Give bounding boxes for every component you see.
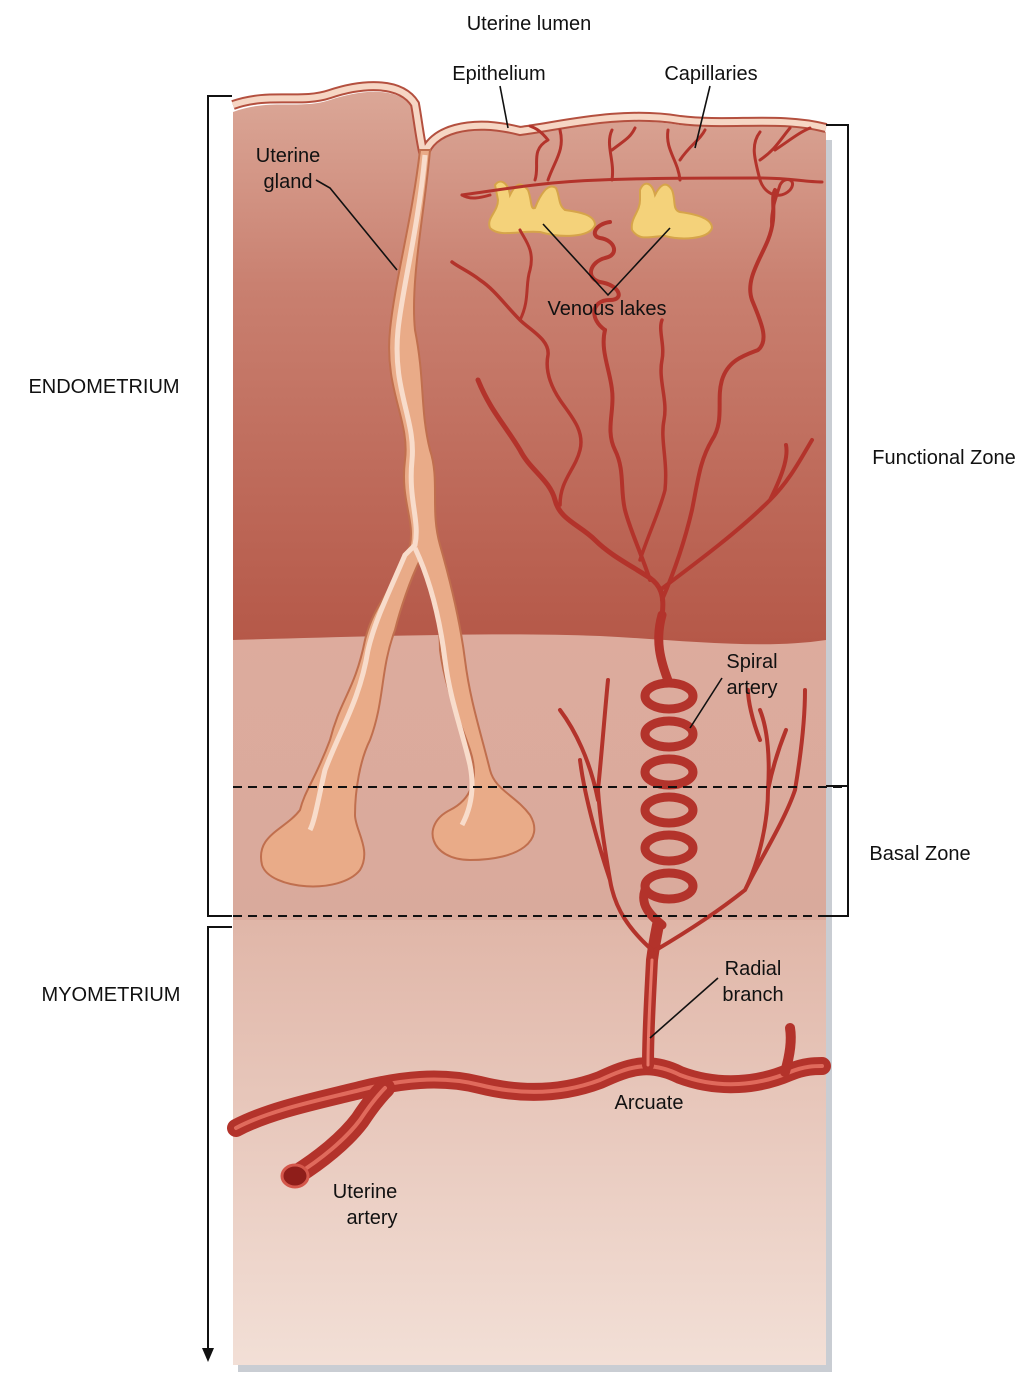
- radial-branch-label-line2: branch: [722, 984, 783, 1006]
- myometrium-label: MYOMETRIUM: [42, 984, 181, 1006]
- functional-zone-label: Functional Zone: [872, 447, 1015, 469]
- radial-branch-label-line1: Radial: [725, 958, 782, 980]
- arcuate-label: Arcuate: [615, 1092, 684, 1114]
- capillaries-label: Capillaries: [664, 63, 757, 85]
- uterine-gland: [259, 149, 536, 888]
- artery-network: [227, 124, 831, 1189]
- myometrium-arrow-line: [207, 926, 232, 1352]
- uterine-artery-label-line1: Uterine: [333, 1181, 397, 1203]
- spiral-artery-label-line1: Spiral: [726, 651, 777, 673]
- capillaries-leader: [694, 85, 711, 149]
- spiral-artery-leader: [689, 677, 723, 729]
- endometrium-bracket: [207, 95, 232, 917]
- radial-branch-leader: [649, 977, 719, 1039]
- uterine-gland-label-line1: Uterine: [256, 145, 320, 167]
- epithelium-inner: [232, 83, 827, 157]
- venous-lakes-label: Venous lakes: [548, 298, 667, 320]
- spiral-artery-coil: [639, 610, 698, 930]
- uterine-gland-leader: [315, 179, 398, 271]
- spiral-artery-label-line2: artery: [726, 677, 777, 699]
- uterine-lumen-label: Uterine lumen: [467, 13, 592, 35]
- myometrium-arrow-head: [202, 1348, 214, 1362]
- uterine-gland-label-line2: gland: [264, 171, 313, 193]
- endometrium-label: ENDOMETRIUM: [28, 376, 179, 398]
- functional-region: [233, 91, 826, 645]
- venous-lakes: [488, 180, 714, 240]
- epithelium-leader: [499, 85, 509, 129]
- epithelium-label: Epithelium: [452, 63, 545, 85]
- venous-lakes-leader: [542, 223, 671, 297]
- basal-zone-label: Basal Zone: [869, 843, 970, 865]
- uterine-artery-label-line2: artery: [346, 1207, 397, 1229]
